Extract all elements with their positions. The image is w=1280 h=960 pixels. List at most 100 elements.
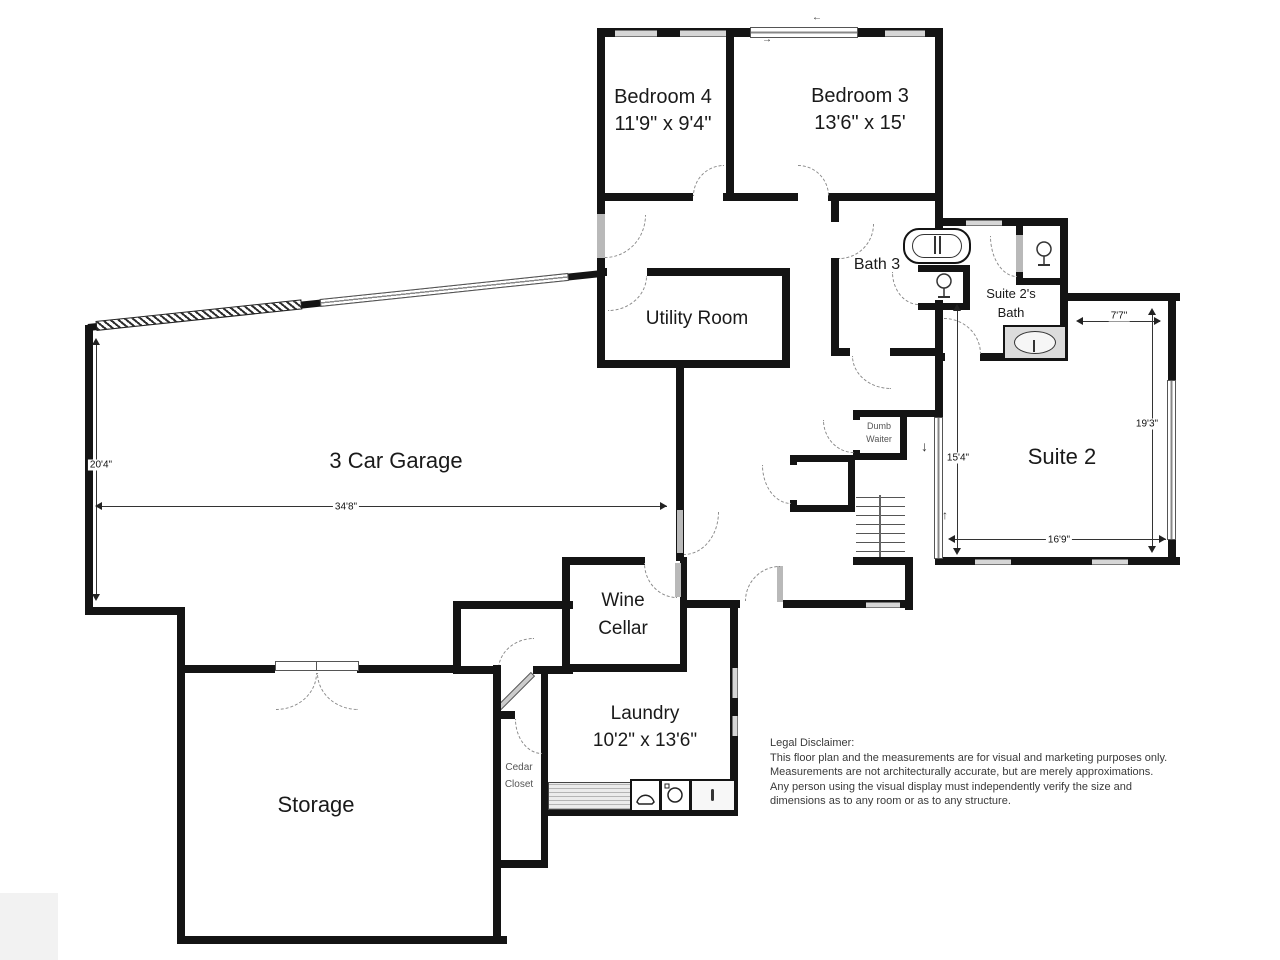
door-arc	[823, 420, 854, 453]
wall	[790, 505, 855, 512]
wall	[723, 193, 798, 201]
window	[1092, 559, 1128, 565]
room-label-wine-cellar: Wine	[601, 590, 645, 611]
wall	[905, 557, 913, 610]
dimension-line	[1078, 321, 1160, 322]
door-arc	[693, 165, 724, 196]
arrow-icon	[1159, 535, 1166, 543]
stair-tread	[856, 551, 905, 552]
wall	[533, 666, 573, 674]
laundry-counter	[548, 782, 632, 810]
door-leaf	[316, 661, 359, 671]
door-arc	[798, 165, 829, 196]
wall	[541, 672, 548, 715]
faucet-icon	[934, 236, 936, 254]
wall	[783, 600, 913, 608]
door-arc	[944, 318, 981, 354]
arrow-icon	[1148, 546, 1156, 553]
wall	[453, 666, 495, 674]
room-label-wine-cellar2: Cellar	[598, 618, 648, 639]
wall	[848, 455, 855, 512]
door-arc	[762, 465, 791, 504]
door-leaf	[496, 671, 536, 711]
door-arc	[745, 566, 780, 601]
window	[975, 559, 1011, 565]
arrow-icon	[92, 594, 100, 601]
stair-down-arrow-icon: ↓	[921, 438, 928, 454]
wall	[562, 664, 687, 672]
scan-artifact	[0, 893, 58, 960]
disclaimer-line: dimensions as to any room or as to any s…	[770, 795, 1011, 807]
wall	[680, 557, 687, 672]
washer-icon	[630, 779, 661, 812]
wall	[831, 200, 839, 222]
window	[615, 30, 657, 37]
arrow-icon	[95, 502, 102, 510]
window	[732, 716, 738, 736]
door-arc	[276, 673, 317, 710]
wall	[453, 601, 573, 609]
disclaimer-line: Any person using the visual display must…	[770, 780, 1132, 793]
room-dims-bedroom4: 11'9" x 9'4"	[614, 113, 712, 135]
wall	[597, 193, 693, 201]
wall	[790, 500, 797, 512]
wall	[790, 455, 797, 465]
wall	[853, 410, 943, 417]
faucet-icon	[1033, 340, 1035, 352]
window	[680, 30, 726, 37]
up-arrow-icon: ↑	[942, 508, 948, 522]
window	[885, 30, 925, 37]
wall	[647, 268, 790, 276]
wall	[597, 360, 790, 368]
disclaimer-line: Measurements are not architecturally acc…	[770, 766, 1154, 778]
toilet-icon	[1036, 241, 1052, 266]
wall	[828, 193, 935, 201]
wall	[676, 365, 684, 561]
room-label-dumb-waiter2: Waiter	[866, 434, 892, 444]
wall	[935, 28, 943, 224]
wall	[493, 711, 515, 719]
wall	[562, 557, 570, 672]
window	[966, 220, 1002, 226]
arrow-icon	[1148, 308, 1156, 315]
door-arc	[839, 224, 874, 259]
door-arc	[608, 276, 647, 311]
stair-tread	[856, 515, 905, 516]
wall	[177, 665, 275, 673]
wall	[730, 600, 738, 815]
stair-tread	[856, 542, 905, 543]
slider-arrow-icon: ←	[812, 12, 822, 23]
room-label-cedar-closet: Cedar	[505, 762, 533, 773]
wall	[562, 557, 645, 565]
wall	[853, 453, 907, 460]
door-arc	[684, 512, 719, 555]
sink-icon	[1014, 331, 1056, 354]
room-label-dumb-waiter: Dumb	[866, 421, 892, 431]
wall	[597, 268, 605, 368]
window	[866, 602, 900, 608]
stair-rail	[879, 495, 881, 563]
wall	[85, 607, 185, 615]
room-label-suite2-bath: Suite 2's	[986, 286, 1036, 301]
room-label-laundry: Laundry	[610, 703, 680, 724]
wall	[177, 607, 185, 673]
arrow-icon	[92, 338, 100, 345]
door-arc	[644, 563, 677, 598]
wall	[963, 265, 970, 310]
room-label-suite2-bath2: Bath	[997, 305, 1025, 320]
wall	[935, 195, 943, 230]
wall	[177, 665, 185, 943]
wall	[935, 557, 1180, 565]
wall	[782, 268, 790, 368]
room-label-cedar-closet2: Closet	[504, 779, 534, 790]
stair-tread	[856, 533, 905, 534]
wall	[493, 860, 548, 868]
wall	[1060, 218, 1068, 361]
door-opening	[677, 510, 683, 553]
arrow-icon	[953, 304, 961, 311]
wall	[918, 265, 970, 272]
dimension-line	[957, 308, 958, 552]
dimension-label: 16'9"	[1045, 534, 1073, 546]
window	[732, 668, 738, 698]
wall	[853, 410, 860, 420]
